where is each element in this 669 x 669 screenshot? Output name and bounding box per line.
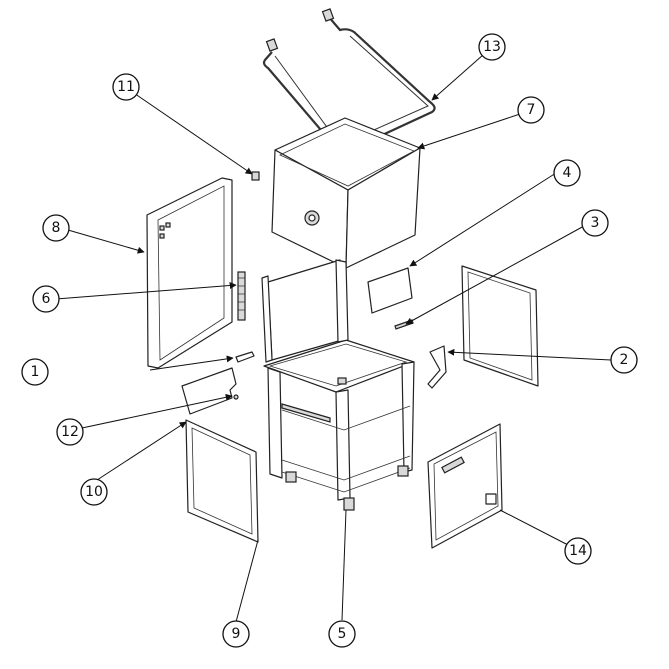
callout-13-label: 13	[483, 39, 501, 55]
callout-14-label: 14	[569, 543, 587, 559]
part-14-control-panel	[427, 423, 503, 549]
part-13-handle-frame	[262, 8, 436, 155]
callout-12: 12	[56, 418, 84, 446]
callout-11: 11	[112, 73, 140, 101]
callout-9: 9	[222, 620, 250, 648]
part-6-spring	[237, 271, 246, 321]
callout-5: 5	[328, 620, 356, 648]
callout-10-label: 10	[85, 484, 103, 500]
callout-2: 2	[610, 346, 638, 374]
callout-3-label: 3	[591, 215, 600, 231]
callout-7: 7	[517, 96, 545, 124]
callout-4-label: 4	[563, 165, 572, 181]
part-4-plate	[367, 267, 413, 314]
part-5-frame	[261, 259, 415, 511]
leader-lines	[55, 46, 612, 623]
part-12-lower-panel	[181, 367, 239, 415]
callout-7-label: 7	[527, 102, 536, 118]
callout-4: 4	[553, 159, 581, 187]
callout-6: 6	[32, 285, 60, 313]
part-7-hood	[271, 117, 421, 269]
part-11-knob	[251, 171, 260, 181]
callout-12-label: 12	[61, 424, 79, 440]
callout-13: 13	[478, 33, 506, 61]
callout-8-label: 8	[52, 220, 61, 236]
callout-14: 14	[564, 537, 592, 565]
part-2-bracket	[427, 345, 447, 389]
callout-1: 1	[21, 358, 49, 386]
callout-8: 8	[42, 214, 70, 242]
right-rear-panel	[461, 265, 539, 387]
part-9-front-panel	[185, 419, 259, 543]
callout-11-label: 11	[117, 79, 135, 95]
callout-1-label: 1	[31, 364, 40, 380]
part-8-left-panel	[146, 177, 233, 369]
callout-10: 10	[80, 478, 108, 506]
callout-2-label: 2	[620, 352, 629, 368]
callout-3: 3	[581, 209, 609, 237]
callout-6-label: 6	[42, 291, 51, 307]
part-1-clip	[235, 351, 255, 363]
callout-5-label: 5	[338, 626, 347, 642]
callout-9-label: 9	[232, 626, 241, 642]
